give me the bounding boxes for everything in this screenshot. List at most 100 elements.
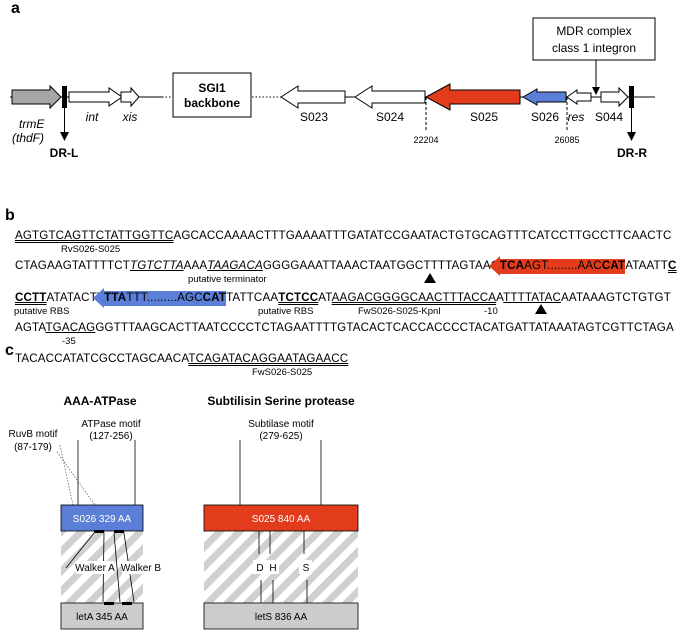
s-residue-label: S	[303, 563, 310, 574]
terminator-label: putative terminator	[188, 274, 267, 285]
seq-l3-p5: AATAAAGTCTGTGT	[561, 291, 671, 304]
minus10-seq: TTTTATAC	[503, 291, 562, 304]
terminator-seq-2: TAAGACA	[207, 259, 263, 272]
leta-bar-label: letA 345 AA	[76, 612, 128, 623]
s026-start-box: TTATTT.........AGCCAT	[93, 288, 227, 308]
s025-label: S025	[470, 110, 498, 124]
rbs-label-2: putative RBS	[258, 306, 314, 317]
seq-l4-p2: GGTTTAAGCACTTAATCCCCTCTAGAATTTTGTACACTCA…	[95, 321, 674, 334]
seq-l3-p4: A	[496, 291, 504, 304]
ruvb-motif-label: RuvB motif	[9, 429, 58, 440]
atpase-range-label: (127-256)	[89, 431, 132, 442]
s026-label: S026	[531, 110, 559, 124]
fws026-primer-label: FwS026-S025	[252, 367, 313, 378]
dr-r-marker	[629, 86, 634, 108]
sequence-line-2: CTAGAAGTATTTTCTTGTCTTAAAATAAGACAGGGGAAAT…	[15, 256, 677, 276]
seq-tta: TTA	[104, 291, 127, 304]
panel-letter-a: a	[11, 0, 20, 17]
dr-r-label: DR-R	[617, 146, 647, 160]
s024-label: S024	[376, 110, 404, 124]
s025-arrow-head	[488, 256, 500, 276]
h-residue-label: H	[269, 563, 276, 574]
lets-bar-label: letS 836 AA	[255, 612, 308, 623]
ruvb-range-label: (87-179)	[14, 442, 52, 453]
sequence-line-5: TACACCATATCGCCTAGCAACATCAGATACAGGAATAGAA…	[15, 352, 348, 366]
triangle-markers-2	[535, 304, 547, 314]
triangle-markers-1	[424, 273, 436, 283]
minus10-label: -10	[484, 306, 498, 317]
seq-l2-p3: GGGGAAATTAAACTAATGGCTTTTAGTAAG	[262, 259, 500, 272]
minus35-label: -35	[62, 336, 76, 347]
seq-l2-p2: AAA	[183, 259, 208, 272]
sequence-line-4: AGTATGACAGGGTTTAAGCACTTAATCCCCTCTAGAATTT…	[15, 321, 674, 335]
s023-label: S023	[300, 110, 328, 124]
s025-domain-bar	[203, 504, 359, 532]
s023-gene-arrow	[280, 85, 346, 109]
s044-label: S044	[595, 110, 623, 124]
s025-gene-arrow	[424, 83, 521, 111]
atpase-motif-label: ATPase motif	[81, 419, 140, 430]
sgi1-label: SGI1	[198, 81, 226, 95]
s025-start-box: TCAAGT.........AACCAT	[488, 256, 626, 276]
sequence-line-1: AGTGTCAGTTCTATTGGTTCAGCACCAAAACTTTGAAAAT…	[15, 229, 672, 243]
seq-l3-p2: TATTCAA	[226, 291, 279, 304]
walker-b-label: Walker B	[121, 563, 162, 574]
seq-ttt-agc: TTT.........AGC	[126, 291, 203, 304]
res-gene-arrow	[566, 89, 592, 105]
s026-gene-arrow	[521, 88, 567, 106]
mdr-label-line2: class 1 integron	[552, 41, 636, 55]
rvs026-primer-label: RvS026-S025	[61, 244, 121, 255]
sgi1-backbone-label: backbone	[184, 96, 240, 110]
int-gene-arrow	[68, 87, 123, 107]
fw-kpni-label: FwS026-S025-KpnI	[358, 306, 441, 317]
xis-gene-arrow	[120, 86, 140, 108]
terminator-seq-1: TGTCTTA	[129, 259, 184, 272]
seq-cat-red: CAT	[601, 259, 626, 272]
seq-l2-p1: CTAGAAGTATTTTCT	[15, 259, 130, 272]
seq-l3-p3: AT	[318, 291, 332, 304]
xis-label: xis	[122, 110, 138, 124]
lets-domain-bar	[203, 602, 359, 630]
rvs026-primer-seq: AGTGTCAGTTCTATTGGTTC	[15, 229, 174, 242]
position-26085: 26085	[554, 135, 579, 145]
s024-gene-arrow	[354, 85, 426, 109]
d-residue-label: D	[256, 563, 263, 574]
s025-lets-alignment-hatch	[204, 531, 358, 603]
mdr-complex-box	[532, 17, 656, 61]
s026-domain-bar	[60, 504, 144, 532]
s044-gene-arrow	[600, 86, 629, 108]
walker-a-label: Walker A	[75, 563, 115, 574]
int-label: int	[86, 110, 99, 124]
subtilase-motif-label: Subtilase motif	[248, 419, 314, 430]
fws026-primer-seq: TCAGATACAGGAATAGAACC	[188, 352, 349, 365]
panel-a-gene-map: SGI1 backbone MDR complex class 1 integr…	[10, 17, 656, 160]
s026-arrow-head	[93, 288, 105, 308]
position-22204: 22204	[413, 135, 438, 145]
leta-domain-bar	[60, 602, 144, 630]
rbs-ccttt: CCTT	[15, 291, 47, 304]
seq-l2-p4: ATAATT	[625, 259, 668, 272]
rbs-label-1: putative RBS	[14, 306, 70, 317]
seq-agt-aac: AGT.........AAC	[524, 259, 602, 272]
trme-label: trmE	[19, 117, 45, 131]
subtilisin-title: Subtilisin Serine protease	[207, 394, 355, 408]
panel-letter-b: b	[5, 207, 15, 224]
mdr-label-line1: MDR complex	[556, 24, 631, 38]
seq-tca: TCA	[499, 259, 525, 272]
rbs-tctcc: TCTCC	[278, 291, 319, 304]
fw-kpni-primer-seq: AAGACGGGGCAACTTTACCA	[331, 291, 497, 304]
res-label: res	[568, 110, 585, 124]
seq-l3-p1: ATATACTT	[46, 291, 105, 304]
aaa-atpase-title: AAA-ATPase	[63, 394, 136, 408]
dr-l-label: DR-L	[50, 146, 79, 160]
thdf-label: (thdF)	[12, 131, 44, 145]
sgi1-backbone-box	[172, 72, 252, 118]
seq-l5-p1: TACACCATATCGCCTAGCAACA	[15, 352, 189, 365]
panel-letter-c: c	[5, 342, 14, 359]
minus35-seq: TGACAG	[45, 321, 96, 334]
seq-l4-p1: AGTA	[15, 321, 46, 334]
trmE-gene-arrow	[11, 84, 62, 110]
s025-bar-label: S025 840 AA	[252, 514, 311, 525]
rbs-c: C	[668, 259, 677, 272]
